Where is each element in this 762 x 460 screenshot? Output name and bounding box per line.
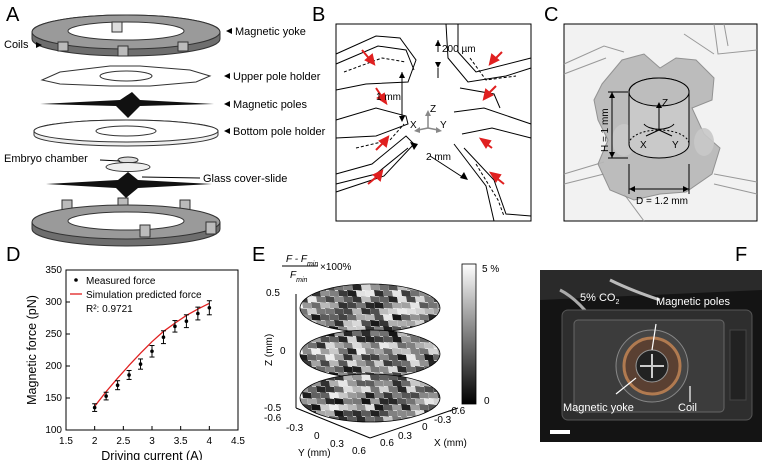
y-tick-label: 250 xyxy=(45,329,62,340)
e-title-den: Fmin xyxy=(290,270,307,284)
colorbar xyxy=(461,263,477,405)
x-tick-1: 0.6 xyxy=(380,438,394,449)
x-axis-title: Driving current (A) xyxy=(101,449,202,460)
label-glass-cover-slide: Glass cover-slide xyxy=(203,173,287,185)
axis-x-label-b: X xyxy=(410,120,417,131)
legend-simulation: Simulation predicted force xyxy=(86,290,202,301)
y-tick-label: 150 xyxy=(45,393,62,404)
label-magnetic-poles: Magnetic poles xyxy=(233,99,307,111)
label-magnetic-yoke: Magnetic yoke xyxy=(235,26,306,38)
colorbar-max: 5 % xyxy=(482,264,499,275)
x-tick-label: 2.5 xyxy=(116,436,130,447)
x-tick-label: 3 xyxy=(149,436,155,447)
panel-letter-f: F xyxy=(735,244,748,266)
legend-r2: R²: 0.9721 xyxy=(86,304,133,315)
y-tick-2: -0.3 xyxy=(286,423,304,434)
panel-letter-e: E xyxy=(252,244,266,266)
axis-z-label-c: Z xyxy=(662,98,668,109)
z-tick-0: 0 xyxy=(280,346,286,357)
panel-a-diagram: Magnetic yoke Coils Upper pole holder Ma… xyxy=(4,14,326,247)
panel-letter-a: A xyxy=(6,4,20,26)
label-coils: Coils xyxy=(4,39,29,51)
legend-marker-measured xyxy=(74,278,78,282)
y-tick-3: 0 xyxy=(314,431,320,442)
z-tick-m05: -0.5 xyxy=(264,403,282,414)
panel-b-diagram: 200 µm 1 mm 2 mm Z X Y xyxy=(335,23,532,222)
axis-x-label-c: X xyxy=(640,140,647,151)
y-tick-label: 200 xyxy=(45,361,62,372)
simulation-line xyxy=(94,302,210,407)
y-tick-5: 0.6 xyxy=(352,446,366,457)
label-height: H = 1 mm xyxy=(600,108,611,152)
x-tick-2: 0.3 xyxy=(398,431,412,442)
label-1-mm: 1 mm xyxy=(376,92,401,103)
x-tick-3: 0 xyxy=(422,422,428,433)
panel-f-photo xyxy=(540,270,762,442)
measured-point xyxy=(184,319,189,323)
measured-point xyxy=(161,335,166,339)
z-tick-05: 0.5 xyxy=(266,288,280,299)
measured-point xyxy=(173,324,177,329)
y-tick-1: -0.6 xyxy=(264,413,282,424)
axis-y-label-b: Y xyxy=(440,120,447,131)
label-diameter: D = 1.2 mm xyxy=(636,196,688,207)
scale-bar xyxy=(550,430,570,434)
y-tick-label: 350 xyxy=(45,265,62,276)
x-tick-5: -0.6 xyxy=(448,406,466,417)
measured-point xyxy=(150,349,154,354)
panel-letter-d: D xyxy=(6,244,21,266)
measured-point xyxy=(196,311,200,316)
y-tick-label: 300 xyxy=(45,297,62,308)
e-title-num: F - Fmin xyxy=(286,254,318,268)
panel-letter-b: B xyxy=(312,4,326,26)
axis-y-label-c: Y xyxy=(672,140,679,151)
label-co2: 5% CO2 xyxy=(580,292,620,307)
x-tick-label: 4 xyxy=(207,436,213,447)
label-photo-yoke: Magnetic yoke xyxy=(563,402,634,414)
label-photo-poles: Magnetic poles xyxy=(656,296,730,308)
measured-point xyxy=(115,383,120,387)
y-tick-label: 100 xyxy=(45,425,62,436)
force-chart: 1.5 2 2.5 3 3.5 4 4.5 100 150 200 250 300 350Driving… xyxy=(25,265,245,460)
x-tick-4: -0.3 xyxy=(434,415,452,426)
y-axis-title: Magnetic force (pN) xyxy=(25,295,39,405)
measured-point xyxy=(127,373,131,377)
x-axis-label: X (mm) xyxy=(434,438,467,449)
axis-z-label-b: Z xyxy=(430,104,436,115)
label-upper-pole-holder: Upper pole holder xyxy=(233,71,321,83)
label-bottom-pole-holder: Bottom pole holder xyxy=(233,126,326,138)
label-embryo-chamber: Embryo chamber xyxy=(4,153,88,165)
e-title-suffix: ×100% xyxy=(320,262,352,273)
legend-measured: Measured force xyxy=(86,276,156,287)
measured-point xyxy=(92,405,97,410)
y-tick-4: 0.3 xyxy=(330,439,344,450)
label-2-mm: 2 mm xyxy=(426,152,451,163)
measured-point xyxy=(138,362,143,366)
panel-e-heatmap: F - Fmin Fmin ×100% 0.5 0 -0.5 Z (mm) -0… xyxy=(264,254,499,459)
x-tick-label: 4.5 xyxy=(231,436,245,447)
panel-c-render: H = 1 mm D = 1.2 mm Z X Y xyxy=(563,23,758,222)
measured-point xyxy=(207,305,212,310)
panel-letter-c: C xyxy=(544,4,559,26)
x-tick-label: 1.5 xyxy=(59,436,73,447)
measured-point xyxy=(104,394,108,398)
label-200-um: 200 µm xyxy=(442,44,476,55)
label-photo-coil: Coil xyxy=(678,402,697,414)
y-axis-label: Y (mm) xyxy=(298,448,331,459)
top-yoke xyxy=(31,14,221,57)
colorbar-min: 0 xyxy=(484,396,490,407)
x-tick-label: 3.5 xyxy=(174,436,188,447)
z-axis-label: Z (mm) xyxy=(264,334,275,366)
x-tick-label: 2 xyxy=(92,436,98,447)
